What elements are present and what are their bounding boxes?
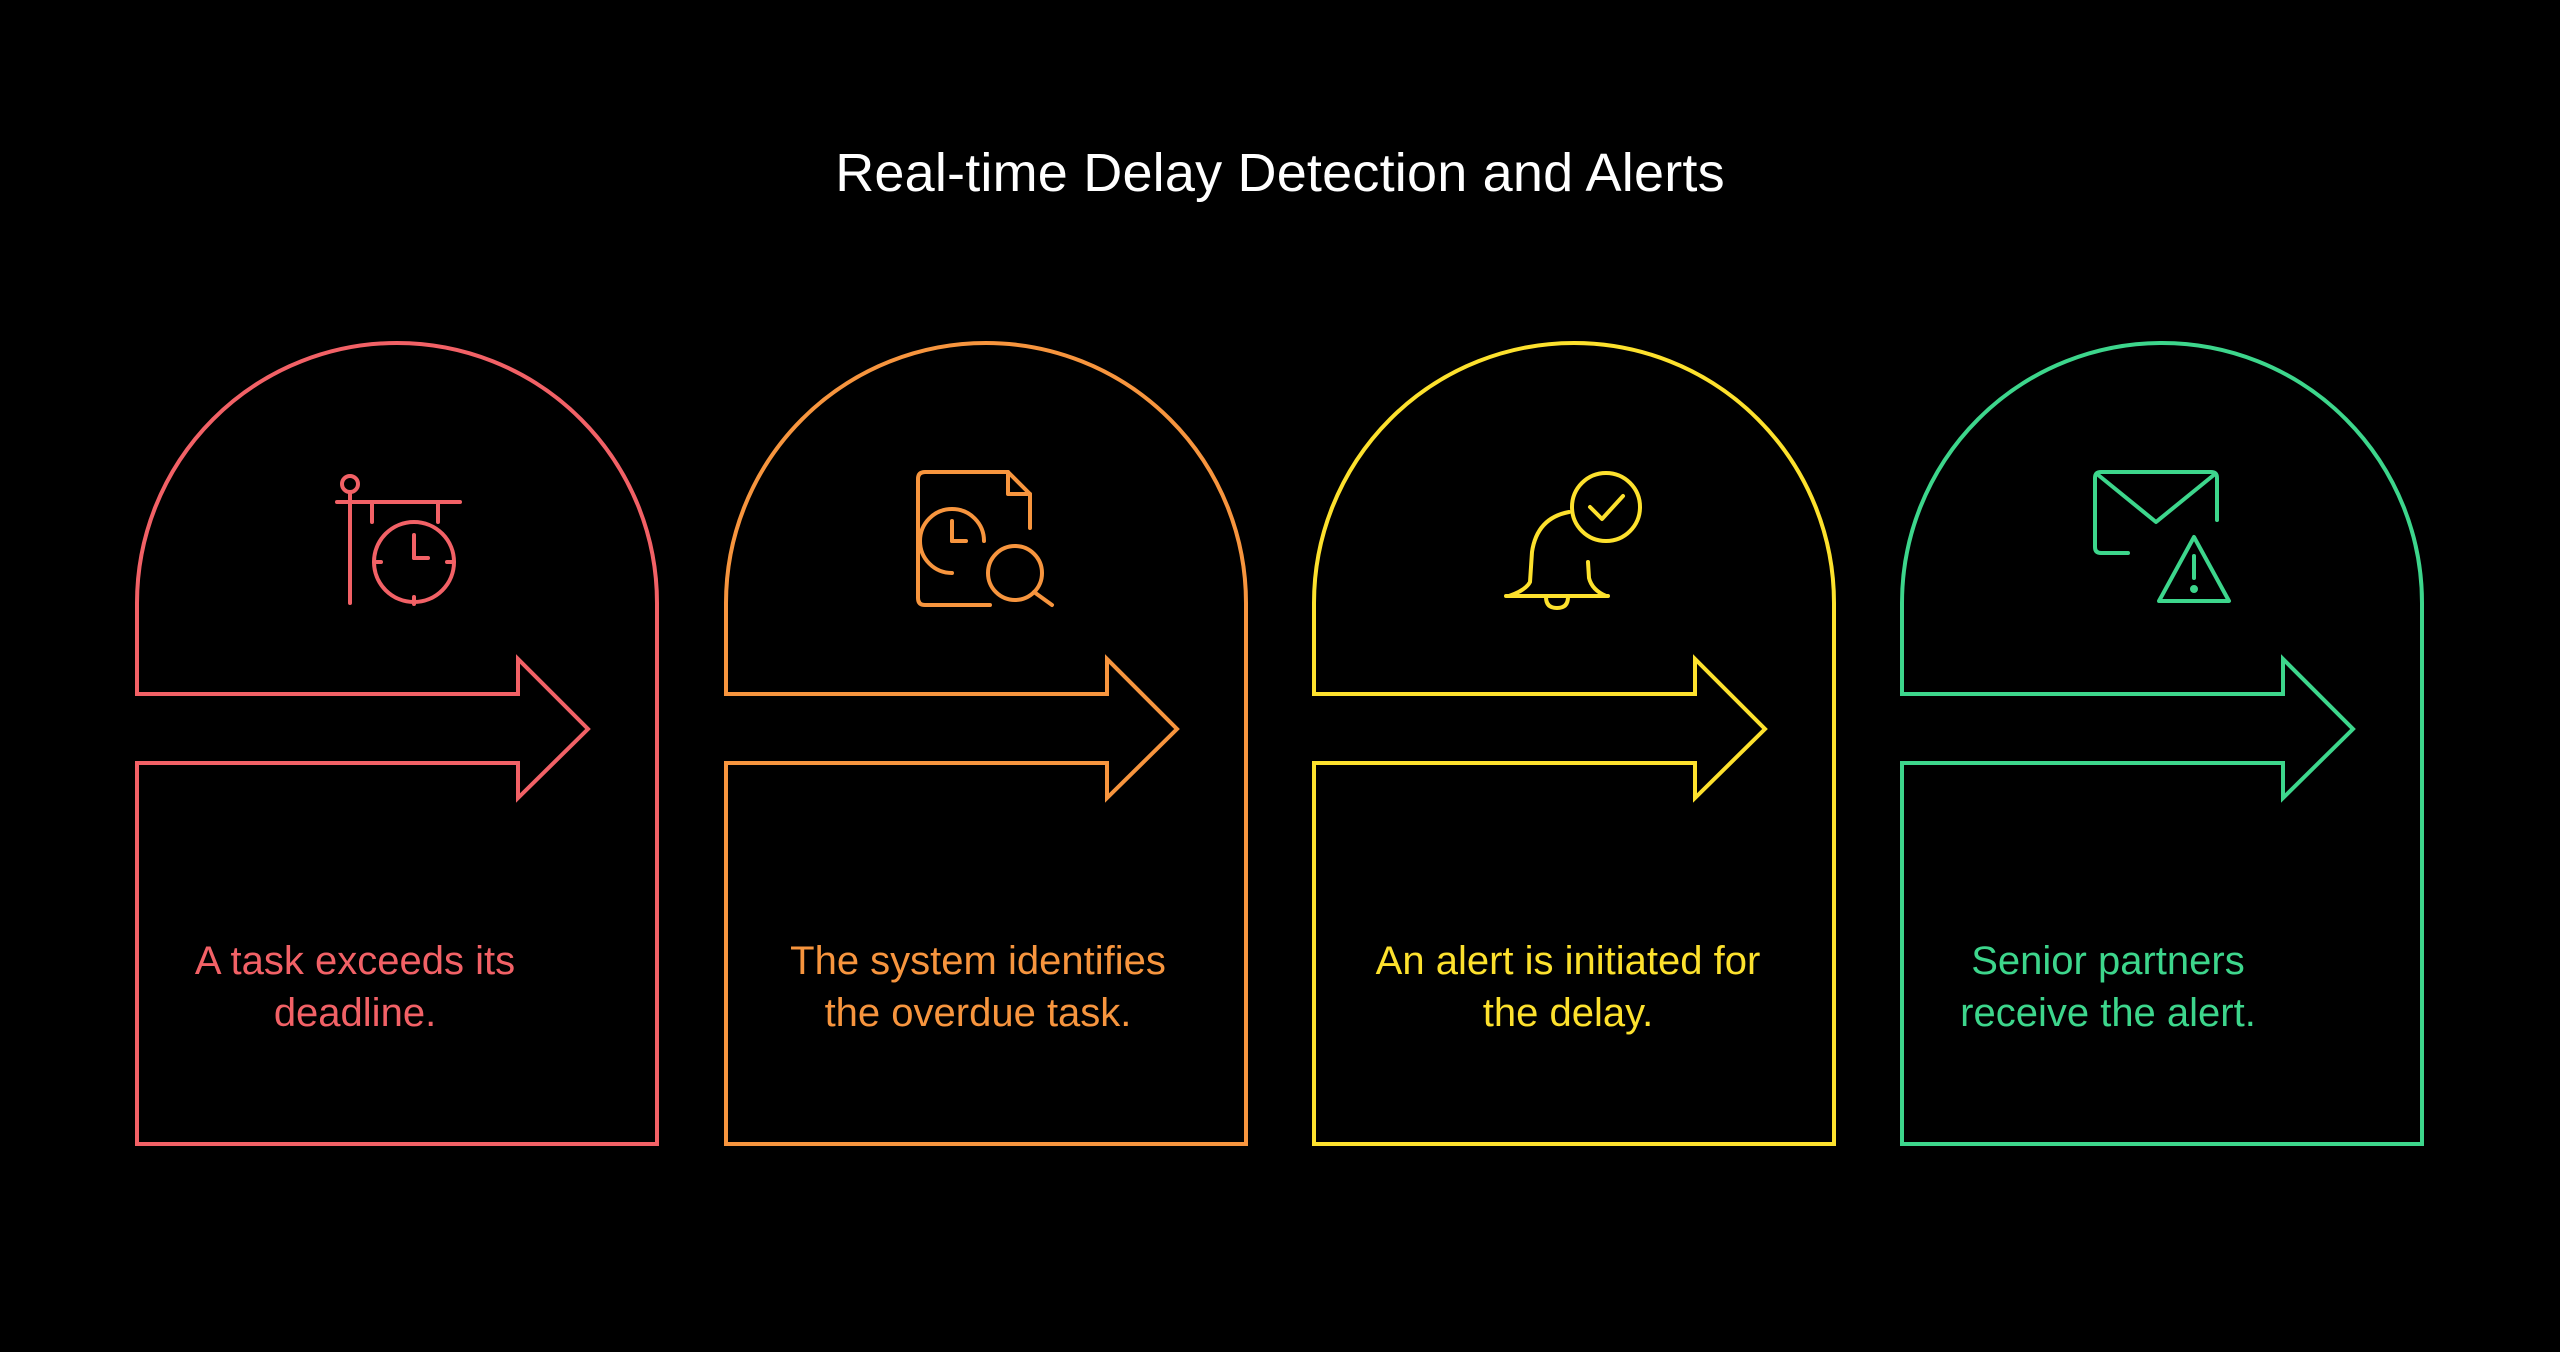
step-text-line: the delay. bbox=[1482, 991, 1654, 1035]
step-1-text: A task exceeds its deadline. bbox=[145, 935, 565, 1039]
step-text-line: The system identifies bbox=[790, 939, 1166, 983]
arch-shape bbox=[1900, 341, 2424, 1146]
step-text-line: A task exceeds its bbox=[194, 939, 516, 983]
bell-check-icon bbox=[1504, 471, 1642, 610]
document-clock-search-icon bbox=[916, 470, 1054, 607]
step-2-card bbox=[724, 341, 1248, 1146]
step-text-line: An alert is initiated for bbox=[1375, 939, 1761, 983]
arch-shape bbox=[724, 341, 1248, 1146]
step-3-text: An alert is initiated for the delay. bbox=[1358, 935, 1778, 1039]
step-text-line: Senior partners bbox=[1971, 939, 2245, 983]
step-text-line: the overdue task. bbox=[824, 991, 1132, 1035]
step-3-card bbox=[1312, 341, 1836, 1146]
step-4-text: Senior partners receive the alert. bbox=[1898, 935, 2318, 1039]
step-1-card bbox=[135, 341, 659, 1146]
step-2-text: The system identifies the overdue task. bbox=[768, 935, 1188, 1039]
step-text-line: receive the alert. bbox=[1960, 991, 2256, 1035]
arch-shape bbox=[1312, 341, 1836, 1146]
signpost-clock-icon bbox=[335, 474, 462, 606]
step-text-line: deadline. bbox=[273, 991, 437, 1035]
mail-warning-icon bbox=[2093, 470, 2231, 603]
page-title: Real-time Delay Detection and Alerts bbox=[835, 143, 1725, 203]
step-4-card bbox=[1900, 341, 2424, 1146]
arch-shape bbox=[135, 341, 659, 1146]
